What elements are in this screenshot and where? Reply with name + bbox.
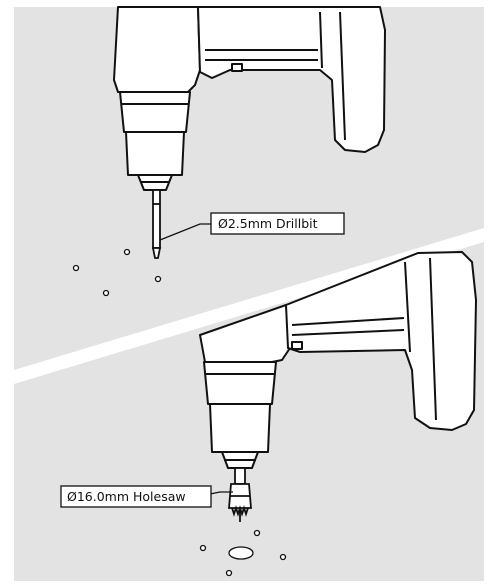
drill-body-bottom	[199, 251, 477, 469]
callout-holesaw-label: Ø16.0mm Holesaw	[67, 489, 186, 504]
holesaw-16mm	[228, 467, 252, 522]
drill-bit-2-5mm	[151, 189, 162, 259]
marked-holes-top	[72, 248, 162, 297]
callout-drillbit-label: Ø2.5mm Drillbit	[218, 216, 318, 231]
callout-holesaw: Ø16.0mm Holesaw	[60, 485, 233, 508]
step-top: Ø2.5mm Drillbit	[72, 6, 386, 297]
callout-drillbit: Ø2.5mm Drillbit	[159, 212, 345, 241]
marked-holes-bottom	[199, 529, 287, 577]
step-bottom: Ø16.0mm Holesaw	[60, 251, 477, 577]
drill-body-top	[113, 6, 386, 191]
